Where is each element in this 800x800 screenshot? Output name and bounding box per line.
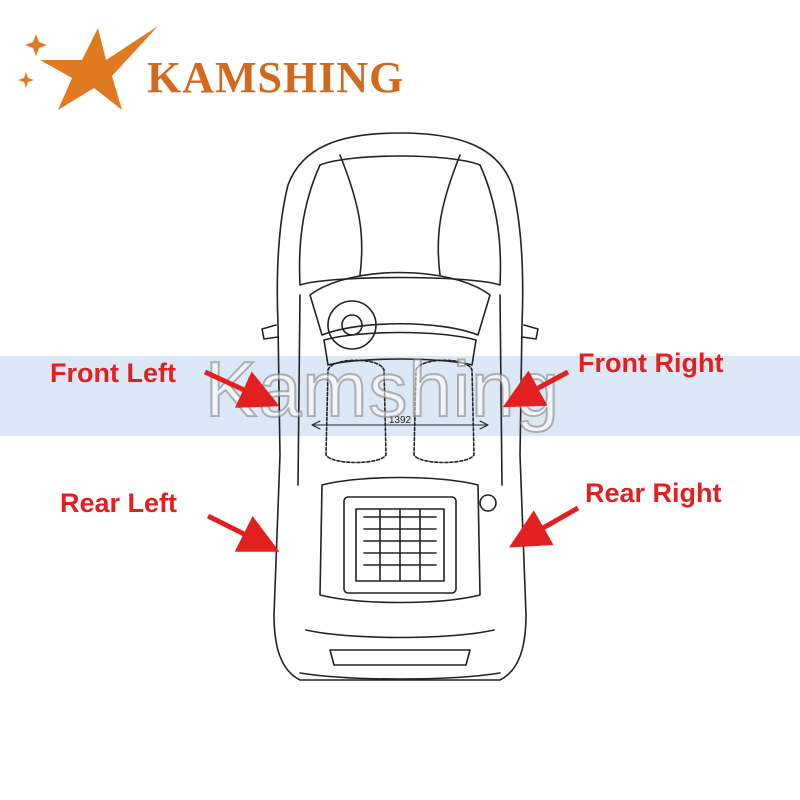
dimension-label: 1392: [389, 415, 412, 426]
seat-left: [325, 359, 387, 464]
rear-bumper: [305, 629, 495, 639]
hood-line: [298, 155, 502, 286]
label-front-right: Front Right: [578, 348, 724, 378]
label-rear-left: Rear Left: [60, 488, 178, 518]
car-body-outline: [273, 132, 527, 681]
label-front-left: Front Left: [50, 358, 176, 388]
label-rear-right: Rear Right: [585, 478, 722, 508]
seat-right: [413, 359, 475, 464]
windshield: [309, 271, 491, 336]
sparkle-1: [25, 34, 47, 56]
engine-bay: [343, 496, 457, 594]
kamshing-logo-icon: [18, 26, 158, 110]
watermark-band: [0, 356, 800, 436]
star-swoosh-shape: [40, 26, 158, 110]
car-top-view-diagram: 1392: [261, 132, 539, 681]
fuel-cap: [479, 494, 497, 512]
steering-wheel: [327, 300, 377, 350]
sparkle-2: [18, 72, 34, 88]
right-mirror: [521, 324, 539, 340]
left-mirror: [261, 324, 279, 340]
watermark-text: Kamshing: [204, 345, 560, 433]
brand-name: KAMSHING: [147, 53, 405, 102]
rear-deck: [319, 476, 481, 604]
